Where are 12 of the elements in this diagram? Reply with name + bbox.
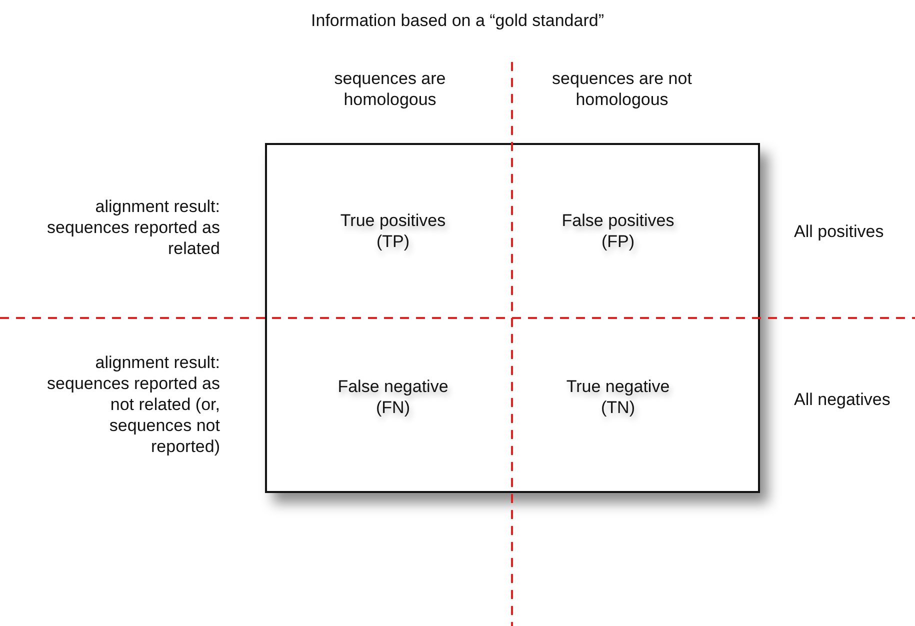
matrix-cell-text: True positives (TP)	[328, 210, 458, 252]
matrix-cell-text: True negative (TN)	[553, 376, 683, 418]
row-total-label: All positives	[794, 221, 885, 242]
row-header: alignment result: sequences reported as related	[46, 196, 220, 259]
matrix-cell-text: False positives (FP)	[553, 210, 683, 252]
diagram-title: Information based on a “gold standard”	[310, 10, 605, 31]
row-total-label: All negatives	[794, 389, 892, 410]
matrix-cell-text: False negative (FN)	[328, 376, 458, 418]
row-header: alignment result: sequences reported as not related (or, sequences not reported)	[46, 352, 220, 457]
column-header: sequences are not homologous	[551, 68, 693, 110]
matrix-box	[265, 143, 760, 493]
column-header: sequences are homologous	[333, 68, 447, 110]
